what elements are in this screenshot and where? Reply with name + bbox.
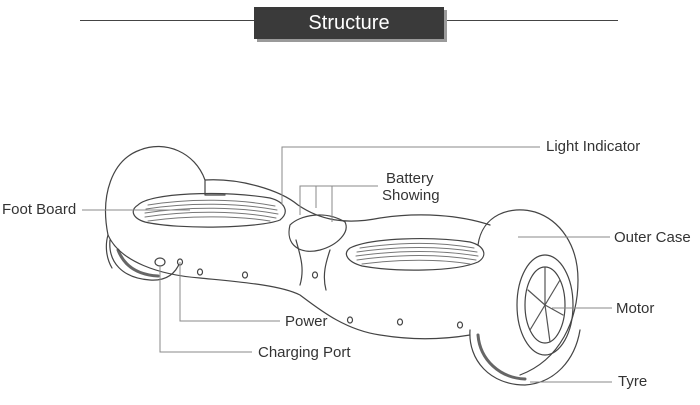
left-foot-board: [132, 192, 286, 228]
right-tyre: [469, 329, 581, 386]
label-charging-port: Charging Port: [258, 344, 351, 361]
title-rule-left: [80, 20, 254, 21]
label-tyre: Tyre: [618, 373, 648, 390]
center-joint: [288, 214, 347, 252]
leader-charging-port: [159, 265, 252, 353]
left-fender: [104, 145, 226, 236]
label-light-indicator: Light Indicator: [546, 138, 641, 155]
diagram-title: Structure: [254, 7, 444, 39]
label-battery-line2: Showing: [382, 187, 440, 204]
label-outer-case: Outer Case: [614, 229, 691, 246]
label-foot-board: Foot Board: [2, 201, 77, 218]
label-power: Power: [285, 313, 328, 330]
body-lower-edge: [107, 234, 471, 340]
leader-light-indicator: [281, 146, 540, 205]
label-battery-line1: Battery: [386, 170, 434, 187]
right-foot-board: [345, 238, 485, 271]
title-rule-right: [444, 20, 618, 21]
motor-hub: [516, 254, 574, 356]
left-tyre: [109, 239, 181, 281]
body-top-edge: [204, 179, 491, 226]
leader-power: [179, 262, 280, 322]
right-fender: [477, 209, 579, 376]
label-motor: Motor: [616, 300, 655, 317]
